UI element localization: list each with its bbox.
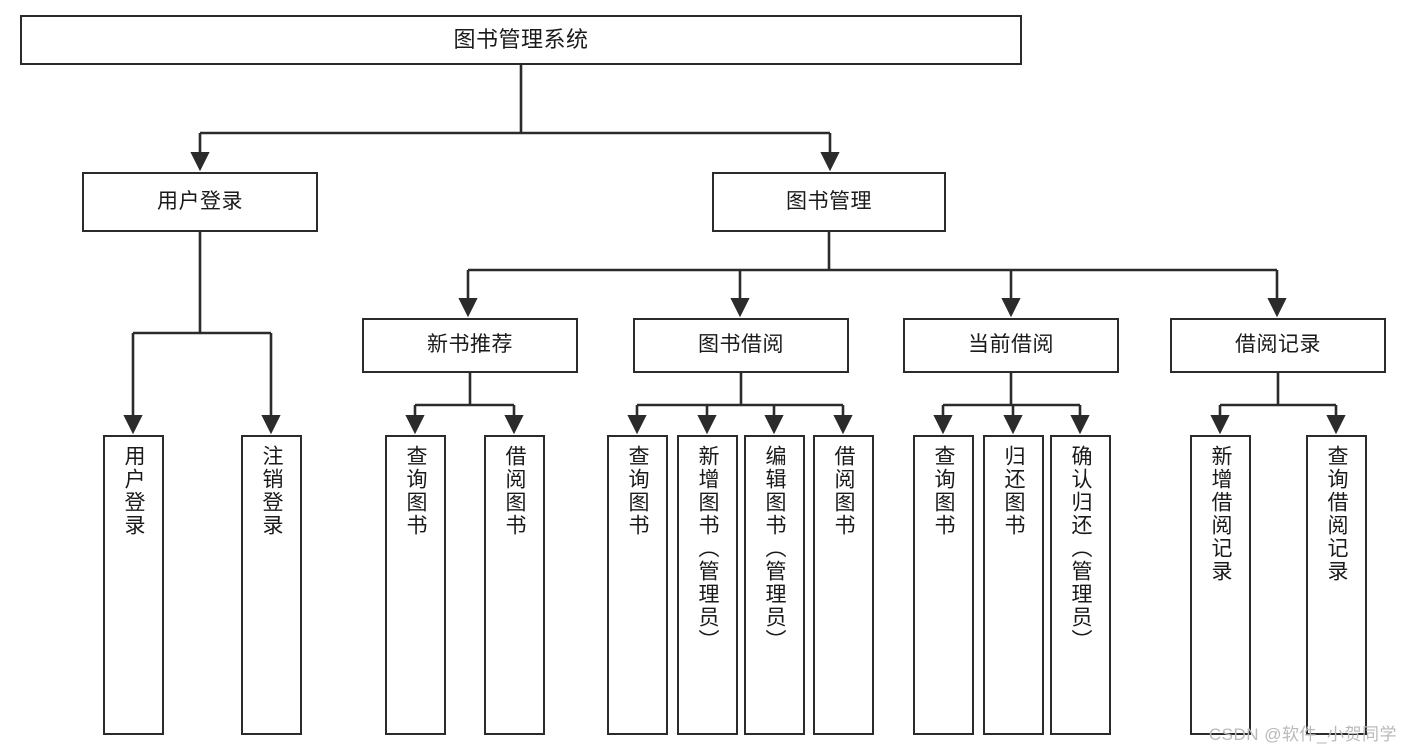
node-book-borrow-label: 图书借阅 [698,333,784,357]
node-book-manage[interactable]: 图书管理 [712,172,946,232]
watermark: CSDN @软件_小贺同学 [1208,725,1397,744]
node-leaf-query-book-rec[interactable]: 查询图书 [385,435,446,735]
node-borrow-record-label: 借阅记录 [1235,333,1321,357]
node-leaf-confirm-return[interactable]: 确认归还（管理员） [1050,435,1111,735]
node-user-login[interactable]: 用户登录 [82,172,318,232]
node-leaf-edit-book-label: 编辑图书（管理员） [763,445,786,652]
node-leaf-borrow-book-rec[interactable]: 借阅图书 [484,435,545,735]
node-new-book-recommend[interactable]: 新书推荐 [362,318,578,373]
node-leaf-return-book-label: 归还图书 [1002,445,1025,537]
node-leaf-add-borrow-record[interactable]: 新增借阅记录 [1190,435,1251,735]
node-leaf-query-book-borrow-label: 查询图书 [626,445,649,537]
node-leaf-query-book-borrow[interactable]: 查询图书 [607,435,668,735]
node-leaf-query-borrow-record-label: 查询借阅记录 [1325,445,1348,583]
node-leaf-user-logout-label: 注销登录 [260,445,283,537]
node-leaf-query-borrow-record[interactable]: 查询借阅记录 [1306,435,1367,735]
node-leaf-user-login[interactable]: 用户登录 [103,435,164,735]
node-current-borrow-label: 当前借阅 [968,333,1054,357]
node-book-borrow[interactable]: 图书借阅 [633,318,849,373]
node-leaf-query-book-current-label: 查询图书 [932,445,955,537]
node-leaf-user-login-label: 用户登录 [122,445,145,537]
node-book-manage-label: 图书管理 [786,189,872,213]
node-current-borrow[interactable]: 当前借阅 [903,318,1119,373]
node-leaf-edit-book[interactable]: 编辑图书（管理员） [744,435,805,735]
node-leaf-query-book-rec-label: 查询图书 [404,445,427,537]
node-leaf-return-book[interactable]: 归还图书 [983,435,1044,735]
node-leaf-borrow-book-label: 借阅图书 [832,445,855,537]
node-leaf-borrow-book-rec-label: 借阅图书 [503,445,526,537]
node-leaf-add-book[interactable]: 新增图书（管理员） [677,435,738,735]
node-leaf-add-book-label: 新增图书（管理员） [696,445,719,652]
node-leaf-add-borrow-record-label: 新增借阅记录 [1209,445,1232,583]
node-leaf-borrow-book[interactable]: 借阅图书 [813,435,874,735]
node-root[interactable]: 图书管理系统 [20,15,1022,65]
node-leaf-query-book-current[interactable]: 查询图书 [913,435,974,735]
node-new-book-recommend-label: 新书推荐 [427,333,513,357]
node-borrow-record[interactable]: 借阅记录 [1170,318,1386,373]
node-user-login-label: 用户登录 [157,189,243,213]
node-leaf-user-logout[interactable]: 注销登录 [241,435,302,735]
node-leaf-confirm-return-label: 确认归还（管理员） [1069,445,1092,652]
node-root-label: 图书管理系统 [453,27,589,53]
